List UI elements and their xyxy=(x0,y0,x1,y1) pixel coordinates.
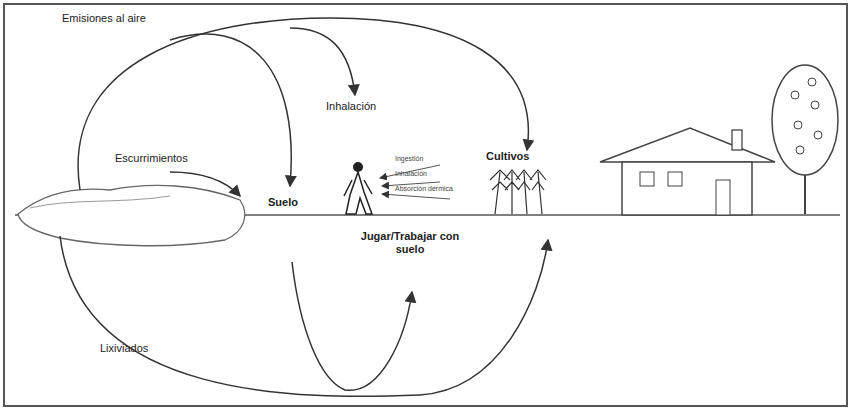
route-label: Ingestión xyxy=(395,155,423,163)
route-label: Absorción dérmica xyxy=(395,185,453,193)
medium-label: Cultivos xyxy=(486,150,529,163)
pathway-label: Emisiones al aire xyxy=(62,12,146,25)
pathway-label: Lixiviados xyxy=(100,342,148,355)
pathway-label: Escurrimientos xyxy=(115,152,188,165)
route-label: Inhalación xyxy=(395,170,427,178)
medium-label: Suelo xyxy=(268,196,298,209)
activity-label: Jugar/Trabajar con suelo xyxy=(360,230,460,256)
pathway-label: Inhalación xyxy=(326,100,376,113)
